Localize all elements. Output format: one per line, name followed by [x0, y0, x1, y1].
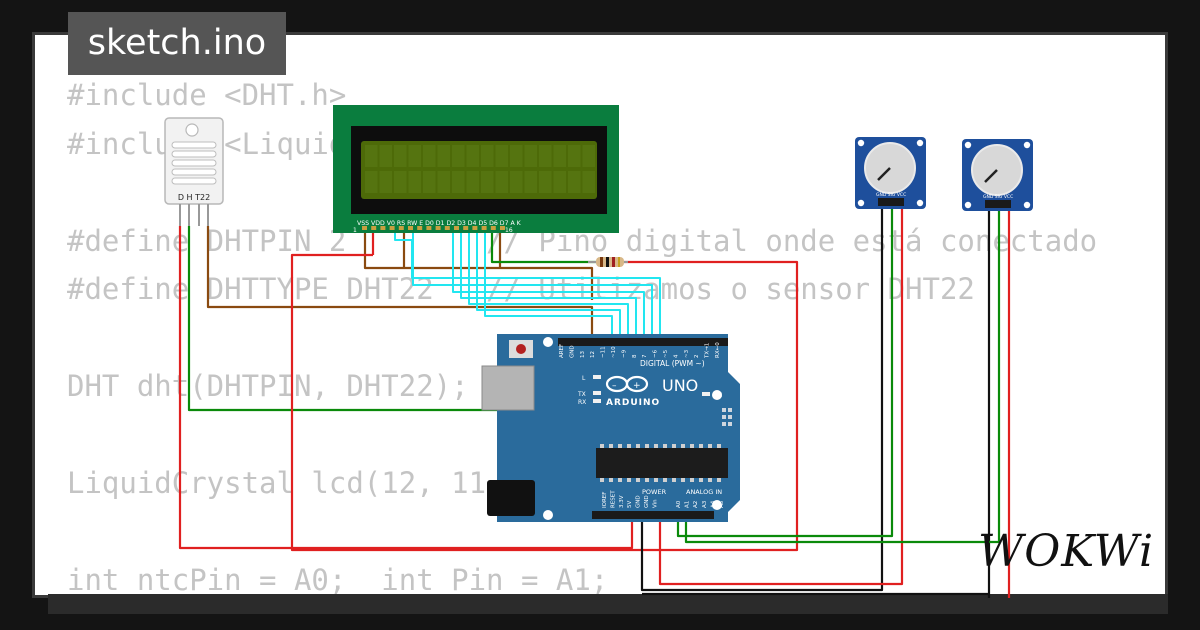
digital-header [558, 338, 728, 346]
code-line: int ntcPin = A0; int Pin = A1; [67, 563, 609, 597]
led-tx-label: TX [577, 391, 586, 398]
wire-resistor-5v[interactable] [290, 253, 799, 552]
wire-pot1-gnd[interactable] [640, 206, 884, 592]
dht-label: D H T22 [178, 193, 210, 202]
digital-pin-label: 4 [673, 354, 679, 358]
power-pin-label: Vin [652, 499, 658, 508]
digital-pin-label: 2 [694, 355, 700, 359]
svg-text:–: – [612, 381, 617, 391]
lcd-pin-first: 1 [353, 227, 357, 234]
wire-pot1-vcc[interactable] [658, 206, 904, 586]
digital-label: DIGITAL (PWM ~) [640, 359, 705, 368]
pot2-pin-label: GND SIG VCC [983, 194, 1013, 200]
analog-label: ANALOG IN [686, 488, 722, 496]
analog-pin-label: A1 [685, 501, 691, 508]
lcd-character-grid [365, 145, 595, 193]
resistor[interactable] [588, 257, 628, 267]
lcd-display[interactable]: VSS VDD V0 RS RW E D0 D1 D2 D3 D4 D5 D6 … [333, 105, 619, 234]
digital-pin-label: GND [569, 345, 575, 358]
lcd-pin-header [362, 226, 505, 230]
potentiometer-1[interactable]: GND SIG VCC [855, 137, 926, 209]
digital-pin-label: TX→1 [705, 343, 711, 359]
board-model: UNO [662, 376, 698, 395]
power-jack [487, 480, 535, 516]
analog-pin-label: A2 [693, 501, 699, 508]
card-shadow [48, 594, 1168, 614]
power-pin-label: 5V [627, 501, 633, 508]
dht-grille [171, 141, 217, 185]
digital-pin-label: AREF [559, 344, 565, 358]
analog-pin-label: A5 [719, 500, 725, 508]
digital-pin-label: ~10 [611, 346, 617, 358]
lcd-pin-labels: VSS VDD V0 RS RW E D0 D1 D2 D3 D4 D5 D6 … [357, 220, 522, 227]
wire-dht-gnd[interactable] [206, 226, 594, 342]
wire-pot2-sig[interactable] [684, 208, 1001, 544]
wire-dht-vcc[interactable] [178, 226, 634, 550]
digital-pin-label: 12 [590, 351, 596, 358]
power-analog-header [592, 511, 714, 519]
wire-lcd-d4[interactable] [452, 226, 645, 342]
power-pin-label: GND [644, 495, 650, 508]
digital-pin-label: ~5 [663, 349, 669, 358]
code-line: #include <DHT.h> [67, 78, 347, 112]
wire-lcd-extra[interactable] [484, 226, 613, 342]
pot1-knob-indicator [877, 167, 891, 181]
usb-port [481, 365, 535, 411]
arduino-logo [605, 375, 649, 393]
power-label: POWER [642, 488, 667, 496]
digital-pin-label: RX←0 [715, 342, 721, 358]
code-line: #define DHTTYPE DHT22 // Utilizamos o se… [67, 272, 975, 306]
digital-pin-label: 7 [642, 354, 648, 358]
board-brand: ARDUINO [606, 398, 660, 408]
digital-pin-label: 13 [580, 351, 586, 358]
power-pin-label: RESET [610, 490, 616, 508]
led-l-label: L [582, 375, 586, 382]
digital-pin-label: ~3 [684, 349, 690, 358]
led-rx-label: RX [578, 399, 586, 406]
wire-lcd-d5[interactable] [460, 226, 637, 342]
lcd-pin-last: 16 [505, 227, 513, 234]
analog-pin-label: A4 [710, 500, 716, 508]
pot1-pin-label: GND SIG VCC [876, 192, 906, 198]
power-pin-label: GND [636, 495, 642, 508]
code-line: DHT dht(DHTPIN, DHT22); [67, 369, 469, 403]
svg-text:+: + [633, 381, 641, 391]
digital-pin-label: ~9 [621, 349, 627, 358]
digital-pin-label: 8 [632, 354, 638, 358]
wire-lcd-e[interactable] [412, 226, 653, 342]
digital-pin-label: ~6 [653, 349, 659, 358]
led-on-label: ON [713, 392, 722, 399]
digital-pin-label: ~11 [601, 346, 607, 358]
dht22-sensor[interactable]: D H T22 [164, 117, 224, 226]
wokwi-logo: WOKWi [978, 526, 1155, 577]
power-pin-label: IOREF [602, 492, 608, 508]
wire-lcd-d6[interactable] [468, 226, 629, 342]
wire-lcd-d7[interactable] [476, 226, 621, 342]
wire-pot1-sig[interactable] [676, 206, 894, 538]
atmega-chip [596, 448, 728, 478]
pot2-knob-indicator [984, 169, 998, 183]
analog-pin-label: A3 [702, 500, 708, 508]
power-pin-label: 3.3V [619, 495, 625, 508]
wire-lcd-a[interactable] [490, 226, 596, 264]
analog-pin-label: A0 [676, 500, 682, 508]
icsp-header [722, 408, 732, 426]
file-tab[interactable]: sketch.ino [68, 12, 286, 75]
potentiometer-2[interactable]: GND SIG VCC [962, 139, 1033, 211]
